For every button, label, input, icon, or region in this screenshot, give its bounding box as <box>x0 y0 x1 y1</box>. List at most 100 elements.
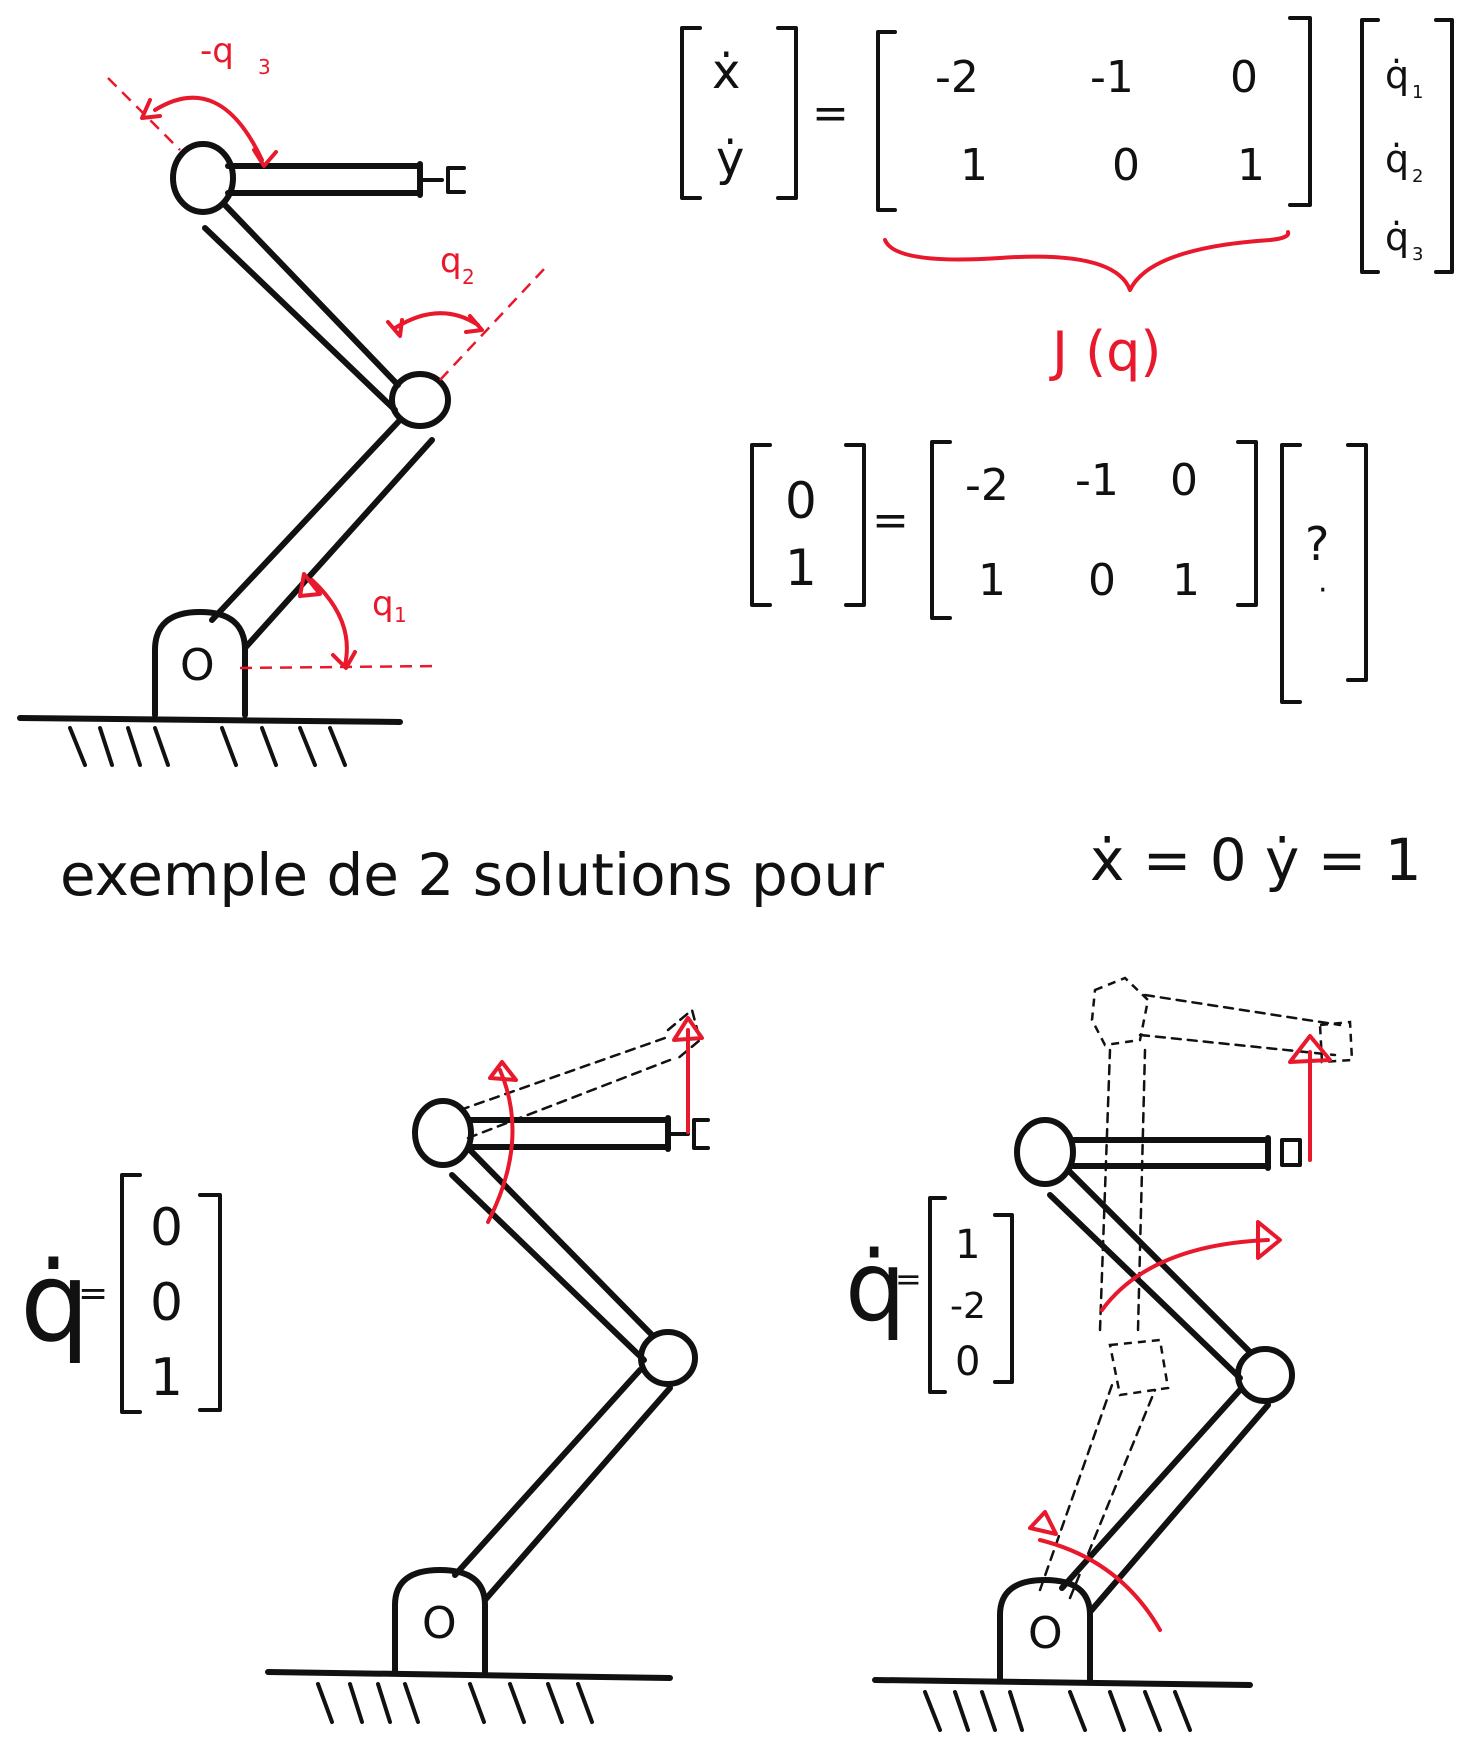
link-1-edge-a <box>209 417 403 623</box>
t-unknown: ? <box>1305 517 1329 571</box>
q2-arc <box>393 311 480 330</box>
sol2-velocity-arrowhead <box>1288 1034 1332 1064</box>
sol1-ghost-link-a <box>458 1036 667 1112</box>
sol1-base-label: O <box>422 1598 457 1649</box>
sol2-ghost-link-2b <box>1136 1048 1147 1332</box>
sol2-link-1-edge-b <box>1087 1402 1271 1615</box>
sol1-v2: 1 <box>150 1348 183 1408</box>
sol1-link-1-edge-a <box>452 1367 643 1578</box>
sol1-bracket-left <box>120 1173 142 1414</box>
caption-text: exemple de 2 solutions pour <box>60 841 884 909</box>
t-r1c3: 0 <box>1170 455 1198 506</box>
sol1-rotation-arc <box>486 1068 515 1224</box>
sol2-equals: = <box>895 1260 922 1298</box>
base-label: O <box>180 640 215 691</box>
qdot-1-sub: 1 <box>1412 82 1423 103</box>
sol2-ground-hatching <box>923 1690 1192 1732</box>
sol2-gripper <box>1280 1138 1302 1167</box>
q1-arc <box>310 578 349 667</box>
caption-ydot: ẏ = 1 <box>1265 826 1422 894</box>
j-r2c1: 1 <box>960 140 988 191</box>
sol1-v1: 0 <box>150 1273 183 1333</box>
sol2-qdot: q̇ <box>845 1231 906 1343</box>
t-matrix-bracket-right <box>1236 440 1258 607</box>
lhs-bracket-right <box>776 26 798 200</box>
q3-label: -q <box>200 31 234 71</box>
sol2-base <box>997 1577 1093 1683</box>
qdot-1: q̇ <box>1385 53 1409 97</box>
sol1-equals: = <box>78 1273 108 1314</box>
jacobian-brace <box>883 230 1291 292</box>
t-r1c2: -1 <box>1075 455 1119 506</box>
sol2-ground-line <box>872 1677 1253 1688</box>
sol2-v2: 0 <box>955 1339 980 1385</box>
q2-label: q <box>440 241 462 281</box>
sol2-ghost-link-1b <box>1068 1388 1157 1600</box>
qdot-bracket-left <box>1360 18 1380 274</box>
q3-sub: 3 <box>258 55 271 79</box>
sol2-ghost-link-1a <box>1038 1383 1114 1592</box>
qdot-3: q̇ <box>1385 215 1409 259</box>
caption-xdot: ẋ = 0 <box>1090 826 1247 894</box>
t-unknown-dot: · <box>1318 573 1328 608</box>
sol2-link-2-edge-a <box>1065 1167 1253 1355</box>
link-2-edge-b <box>202 225 398 413</box>
q1-sub: 1 <box>394 603 407 627</box>
q2-arrowhead-b <box>464 314 484 334</box>
sol2-base-rotation-arc <box>1038 1538 1162 1632</box>
solution-2: q̇ = 1 -2 0 O <box>845 976 1354 1732</box>
q3-arrowhead-a <box>140 98 162 120</box>
sol2-ghost-link-3b <box>1138 1033 1337 1057</box>
sol1-ghost-gripper <box>666 1007 702 1062</box>
sol2-v0: 1 <box>955 1222 980 1268</box>
q3-arrowhead-b <box>252 148 278 168</box>
sol1-ground-hatching <box>316 1682 594 1724</box>
qdot-3-sub: 3 <box>1412 244 1423 265</box>
q1-arrowhead-b <box>331 650 357 670</box>
t-matrix-bracket-left <box>930 440 952 620</box>
q1-reference-line <box>239 664 441 670</box>
lhs-bracket-left <box>680 26 702 200</box>
t-r2c1: 1 <box>978 555 1006 606</box>
sol2-elbow-rotation-arc <box>1100 1238 1270 1312</box>
sol2-ghost-gripper <box>1318 1020 1354 1064</box>
wrist-joint <box>170 141 236 215</box>
sol1-wrist-joint <box>412 1098 474 1168</box>
t-r1c1: -2 <box>965 460 1009 511</box>
equals-sign: = <box>812 88 849 139</box>
sol2-ghost-link-2a <box>1098 1048 1112 1332</box>
sol2-bracket-right <box>993 1213 1014 1384</box>
target-equation: 0 1 = -2 -1 0 1 0 1 ? · <box>750 440 1368 704</box>
sol2-ghost-wrist <box>1090 976 1150 1047</box>
sol2-wrist-joint <box>1014 1117 1076 1187</box>
j-r1c1: -2 <box>935 52 979 103</box>
q3-arc <box>153 95 264 162</box>
link-2-edge-a <box>222 202 401 388</box>
t-lhs-0: 0 <box>785 472 817 530</box>
sol1-bracket-right <box>198 1193 222 1412</box>
sol2-v1: -2 <box>950 1286 986 1327</box>
qdot-2-sub: 2 <box>1412 166 1423 187</box>
robot-base <box>152 609 248 718</box>
sol1-v0: 0 <box>150 1198 183 1258</box>
t-unknown-bracket-left <box>1280 443 1302 704</box>
sol1-gripper <box>692 1118 710 1150</box>
qdot-bracket-right <box>1434 18 1454 274</box>
caption: exemple de 2 solutions pour ẋ = 0 ẏ = 1 <box>60 826 1422 909</box>
ground-hatching <box>68 726 347 767</box>
matrix-bracket-right <box>1288 16 1312 207</box>
elbow-joint <box>389 371 451 429</box>
sol1-ground-line <box>265 1669 673 1681</box>
j-r1c2: -1 <box>1090 52 1134 103</box>
qdot-2: q̇ <box>1385 137 1409 181</box>
t-r2c2: 0 <box>1088 555 1116 606</box>
lhs-xdot: ẋ <box>712 44 740 100</box>
q2-arrowhead-a <box>386 318 404 338</box>
gripper <box>446 166 466 194</box>
sol1-elbow-joint <box>638 1329 698 1387</box>
sol1-link-2-edge-a <box>467 1147 655 1338</box>
sol1-link-1-edge-b <box>482 1385 673 1603</box>
robot-top: O q 1 q 2 -q 3 <box>17 31 546 767</box>
t-lhs-bracket-right <box>844 443 866 607</box>
sol1-qdot: q̇ <box>20 1238 90 1366</box>
